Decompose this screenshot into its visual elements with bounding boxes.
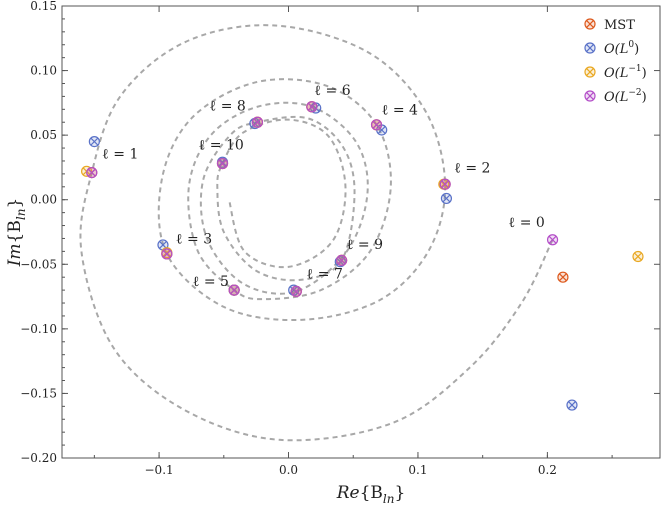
data-markers	[80, 101, 644, 411]
point-label: ℓ = 1	[102, 146, 138, 162]
y-axis-label: Im{Bln}	[5, 198, 28, 268]
data-point	[566, 399, 578, 411]
legend-marker	[584, 42, 596, 54]
legend-entry: MST	[604, 18, 635, 33]
point-label: ℓ = 10	[199, 137, 244, 153]
data-point	[161, 248, 173, 260]
spiral-path	[79, 24, 554, 442]
point-label: ℓ = 9	[347, 237, 383, 253]
legend-entry: O(L0)	[604, 40, 639, 57]
legend-marker	[584, 18, 596, 30]
data-point	[290, 285, 302, 298]
data-point	[88, 136, 100, 148]
x-tick-label: 0.1	[408, 463, 427, 477]
x-tick-label: −0.1	[145, 463, 174, 477]
data-point	[216, 157, 229, 170]
data-point	[228, 284, 240, 296]
x-tick-label: 0.2	[538, 463, 557, 477]
y-tick-label: −0.15	[20, 386, 57, 400]
legend-entry: O(L−1)	[604, 64, 647, 81]
point-label: ℓ = 4	[382, 102, 418, 118]
point-labels: ℓ = 0 ℓ = 1 ℓ = 2 ℓ = 3 ℓ = 4 ℓ = 5 ℓ = 6 ℓ = 7…	[102, 83, 545, 290]
data-point	[251, 116, 264, 128]
y-tick-label: 0.15	[30, 0, 57, 13]
data-point	[546, 234, 559, 246]
data-point	[440, 192, 453, 205]
y-tick-label: −0.05	[20, 257, 57, 271]
point-label: ℓ = 3	[176, 232, 212, 248]
point-label: ℓ = 7	[307, 266, 343, 282]
spiral-guide	[79, 24, 554, 442]
legend: MST O(L0) O(L−1) O(L−2)	[584, 18, 647, 105]
y-tick-label: 0.10	[30, 64, 57, 78]
data-point	[86, 166, 98, 179]
y-tick-label: 0.00	[30, 193, 57, 207]
point-label: ℓ = 2	[454, 161, 490, 177]
axis-ticks: −0.1 0.0 0.1 0.2 −0.20 −0.15 −0.10 −0.05 0.00 0.0…	[20, 0, 660, 477]
legend-marker	[584, 90, 596, 102]
legend-entry: O(L−2)	[604, 88, 647, 105]
plot-frame	[61, 5, 661, 459]
y-tick-label: −0.10	[20, 322, 57, 336]
x-axis-label: Re{Bln}	[336, 483, 406, 506]
data-point	[632, 250, 644, 263]
data-point	[306, 101, 318, 113]
data-point	[370, 119, 383, 131]
legend-marker	[584, 66, 596, 78]
point-label: ℓ = 6	[314, 83, 350, 99]
point-label: ℓ = 8	[210, 99, 246, 115]
data-point	[557, 271, 569, 283]
data-point	[335, 254, 348, 267]
point-label: ℓ = 5	[193, 274, 229, 290]
data-point	[439, 178, 451, 190]
point-label: ℓ = 0	[509, 215, 545, 231]
y-tick-label: 0.05	[30, 128, 57, 142]
y-tick-label: −0.20	[20, 451, 57, 465]
x-tick-label: 0.0	[279, 463, 298, 477]
